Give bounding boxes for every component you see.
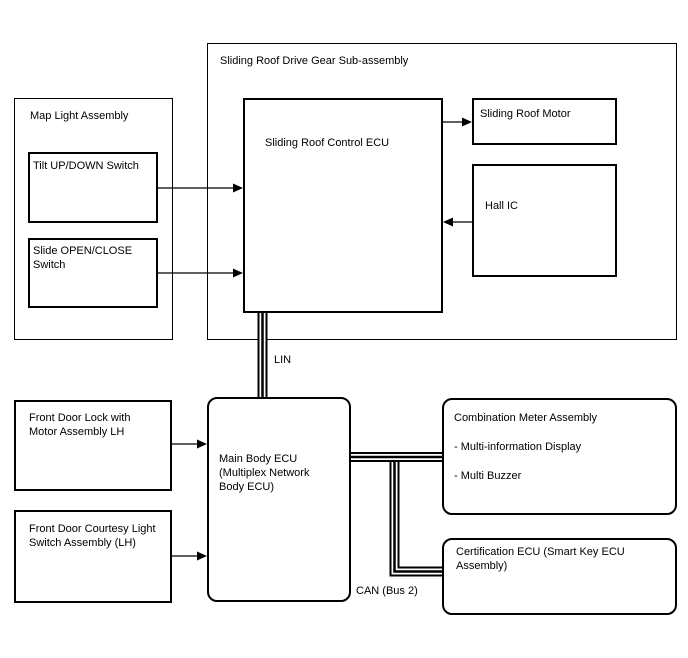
front-door-lock-label-line1: Front Door Lock with (29, 412, 131, 424)
main-body-ecu-label-line1: Main Body ECU (219, 453, 298, 465)
drive-gear-subassembly-label: Sliding Roof Drive Gear Sub-assembly (220, 55, 409, 67)
arrow-hall-ic-to-control-ecu (443, 217, 472, 227)
combination-meter-title: Combination Meter Assembly (454, 412, 598, 424)
front-door-courtesy-label-line1: Front Door Courtesy Light (29, 523, 156, 535)
slide-open-close-switch-label-line2: Switch (33, 259, 66, 271)
certification-ecu-box: Certification ECU (Smart Key ECU Assembl… (442, 538, 677, 615)
combination-meter-item-display: - Multi-information Display (454, 441, 582, 453)
front-door-courtesy-label-line2: Switch Assembly (LH) (29, 537, 136, 549)
sliding-roof-control-ecu-box: Sliding Roof Control ECU (243, 98, 443, 313)
map-light-assembly-box: Map Light Assembly (14, 98, 173, 340)
combination-meter-item-buzzer: - Multi Buzzer (454, 470, 522, 482)
main-body-ecu-label-line2: (Multiplex Network (219, 467, 310, 479)
front-door-lock-label-line2: Motor Assembly LH (29, 426, 125, 438)
main-body-ecu-label-line3: Body ECU) (219, 481, 275, 493)
tilt-up-down-switch-label: Tilt UP/DOWN Switch (33, 160, 139, 172)
can-bus-label: CAN (Bus 2) (356, 585, 418, 597)
drive-gear-subassembly-box: Sliding Roof Drive Gear Sub-assembly (207, 43, 677, 340)
arrow-control-ecu-to-roof-motor (443, 117, 472, 127)
slide-open-close-switch-label-line1: Slide OPEN/CLOSE (33, 245, 133, 257)
map-light-assembly-label: Map Light Assembly (30, 110, 129, 122)
can-bus-branch-line (389, 457, 442, 577)
slide-open-close-switch-box: Slide OPEN/CLOSE Switch (28, 238, 158, 308)
sliding-roof-control-ecu-label: Sliding Roof Control ECU (265, 137, 390, 149)
certification-ecu-label-line1: Certification ECU (Smart Key ECU (456, 546, 625, 558)
arrow-slide-switch-to-control-ecu (158, 268, 243, 278)
hall-ic-label: Hall IC (485, 200, 519, 212)
arrow-door-courtesy-to-main-body-ecu (172, 551, 207, 561)
hall-ic-box: Hall IC (472, 164, 617, 277)
arrow-door-lock-to-main-body-ecu (172, 439, 207, 449)
front-door-lock-box: Front Door Lock with Motor Assembly LH (14, 400, 172, 491)
main-body-ecu-box: Main Body ECU (Multiplex Network Body EC… (207, 397, 351, 602)
certification-ecu-label-line2: Assembly) (456, 560, 508, 572)
sliding-roof-motor-label: Sliding Roof Motor (480, 108, 571, 120)
tilt-up-down-switch-box: Tilt UP/DOWN Switch (28, 152, 158, 223)
arrow-tilt-switch-to-control-ecu (158, 183, 243, 193)
combination-meter-assembly-box: Combination Meter Assembly - Multi-infor… (442, 398, 677, 515)
sliding-roof-motor-box: Sliding Roof Motor (472, 98, 617, 145)
front-door-courtesy-switch-box: Front Door Courtesy Light Switch Assembl… (14, 510, 172, 603)
lin-bus-label: LIN (274, 354, 292, 366)
